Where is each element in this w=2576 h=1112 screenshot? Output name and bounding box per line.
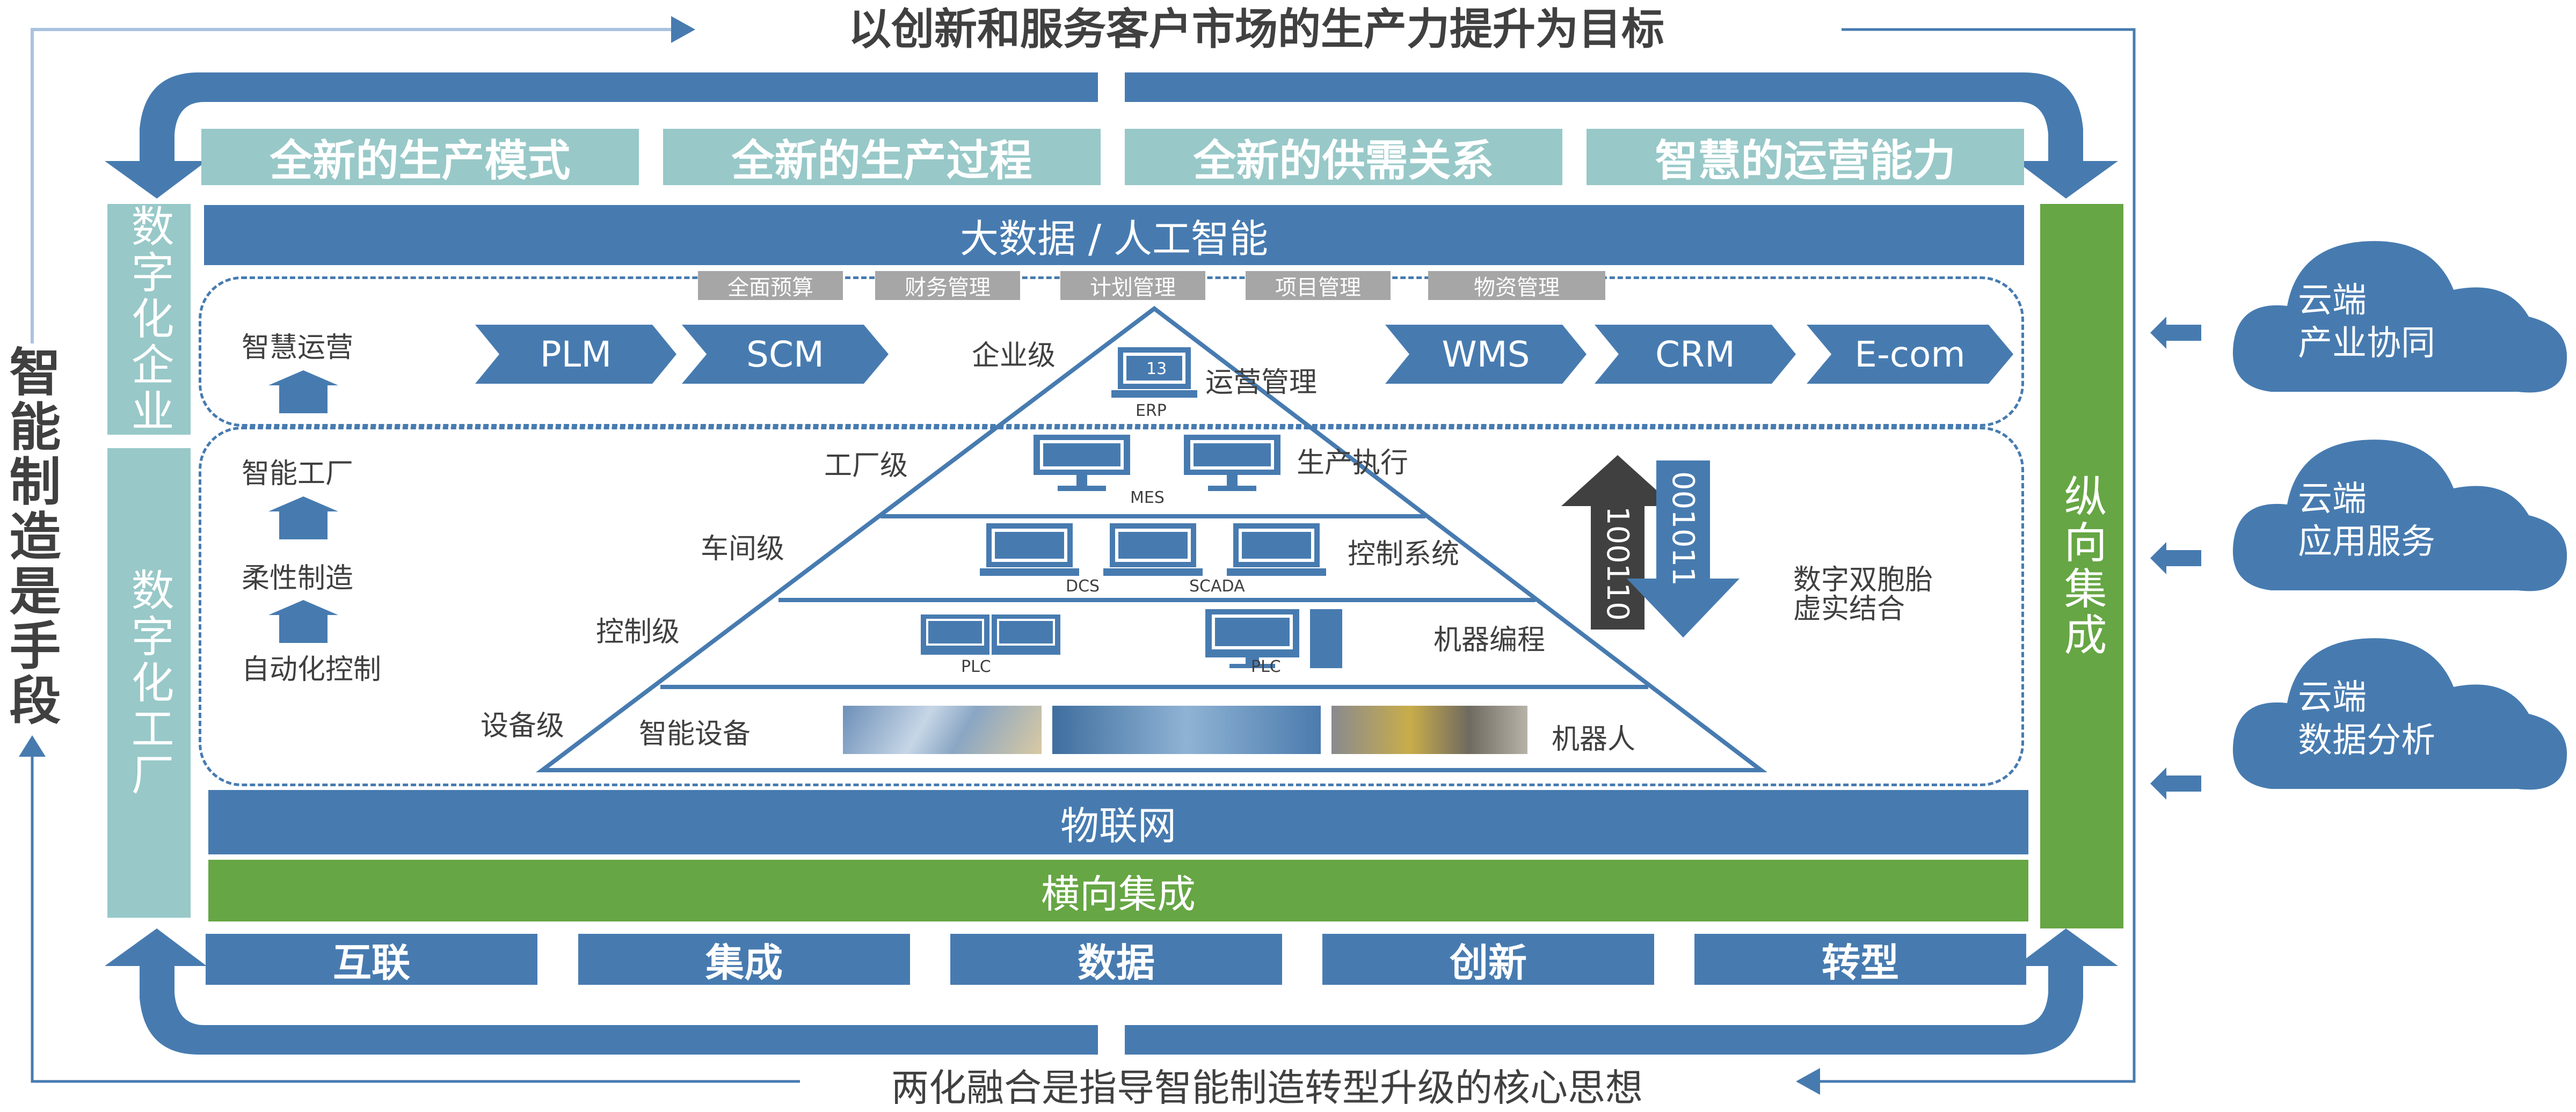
cloud-icon (2232, 440, 2567, 591)
level-equipment: 设备级 (481, 710, 565, 742)
chevron-wms[interactable]: WMS (1385, 325, 1587, 384)
erp-badge: 13 (1146, 360, 1167, 378)
equipment-image (843, 706, 1042, 754)
cloud-data-analysis: 云端数据分析 (2298, 676, 2435, 762)
mgmt-tab[interactable]: 财务管理 (875, 271, 1020, 300)
erp-label: ERP (1136, 401, 1167, 420)
digital-twin-label: 数字双胞胎 (1793, 564, 1933, 596)
function-machine-programming: 机器编程 (1433, 624, 1546, 656)
bottom-item-innovation: 创新 (1322, 934, 1654, 985)
cloud-icon (2232, 241, 2567, 393)
up-arrow-icon (268, 600, 338, 643)
mes-monitor-icon (1184, 435, 1280, 491)
digital-enterprise-column: 数字化企业 (107, 204, 191, 435)
goal-box: 全新的生产模式 (201, 129, 639, 186)
function-operation-mgmt: 运营管理 (1205, 367, 1318, 399)
chevron-scm[interactable]: SCM (682, 325, 889, 384)
chevron-crm[interactable]: CRM (1595, 325, 1796, 384)
cloud-icon (2232, 638, 2567, 790)
chevron-plm[interactable]: PLM (475, 325, 676, 384)
mgmt-tab[interactable]: 物资管理 (1428, 271, 1605, 300)
upload-bits: 100110 (1600, 506, 1635, 621)
plc-label: PLC (961, 657, 991, 676)
cloud-line1: 云端 (2298, 678, 2367, 718)
function-control-system: 控制系统 (1348, 538, 1460, 570)
left-side-label: 智能制造是手段 (1, 345, 61, 728)
cloud-industry-collab: 云端产业协同 (2298, 279, 2435, 365)
evolution-smart-factory: 智能工厂 (242, 458, 354, 490)
smart-equipment-label: 智能设备 (639, 718, 751, 750)
iot-bar: 物联网 (208, 790, 2028, 854)
left-arrow-icon (2150, 542, 2201, 574)
left-arrow-icon (2150, 767, 2201, 800)
upload-bits-arrow-icon (1561, 455, 1674, 630)
goal-box: 全新的生产过程 (663, 129, 1101, 186)
evolution-smart-operation: 智慧运营 (242, 332, 354, 364)
robot-image (1331, 706, 1527, 754)
left-arrow-icon (2150, 317, 2201, 349)
cloud-line2: 数据分析 (2298, 721, 2435, 760)
level-factory: 工厂级 (824, 450, 908, 482)
evolution-flexible-manufacturing: 柔性制造 (242, 562, 354, 595)
level-enterprise: 企业级 (972, 340, 1056, 372)
goal-box: 智慧的运营能力 (1587, 129, 2024, 186)
chevron-ecom[interactable]: E-com (1807, 325, 2013, 384)
bottom-item-data: 数据 (950, 934, 1282, 985)
dcs-laptop-icon (980, 523, 1079, 576)
plc-label: PLC (1251, 657, 1281, 676)
equipment-image (1052, 706, 1321, 754)
virtual-real-label: 虚实结合 (1793, 593, 1905, 625)
cloud-line1: 云端 (2298, 281, 2367, 320)
cloud-line1: 云端 (2298, 479, 2367, 519)
mgmt-tab[interactable]: 项目管理 (1246, 271, 1391, 300)
mgmt-tab[interactable]: 计划管理 (1060, 271, 1205, 300)
bottom-item-integration: 集成 (578, 934, 910, 985)
download-bits: 001011 (1665, 471, 1700, 586)
mes-label: MES (1130, 488, 1165, 507)
bottom-title: 两化融合是指导智能制造转型升级的核心思想 (891, 1065, 1643, 1110)
function-robot: 机器人 (1552, 723, 1636, 756)
level-control: 控制级 (596, 616, 680, 648)
mes-monitor-icon (1034, 435, 1130, 491)
mgmt-tab[interactable]: 全面预算 (698, 271, 843, 300)
vertical-integration-bar: 纵向集成 (2040, 204, 2123, 928)
evolution-automation-control: 自动化控制 (242, 654, 382, 686)
dcs-laptop-icon (1103, 523, 1203, 576)
scada-label: SCADA (1189, 577, 1245, 596)
up-arrow-icon (268, 370, 338, 413)
digital-factory-column: 数字化工厂 (107, 448, 191, 918)
plc-panel-icon (921, 614, 1060, 655)
scada-laptop-icon (1227, 523, 1326, 576)
cloud-line2: 产业协同 (2298, 324, 2435, 363)
erp-laptop-icon (1111, 347, 1197, 398)
top-title: 以创新和服务客户市场的生产力提升为目标 (848, 4, 1664, 54)
download-bits-arrow-icon (1627, 460, 1740, 638)
factory-region (199, 427, 2024, 786)
bottom-item-interconnect: 互联 (206, 934, 537, 985)
cloud-app-service: 云端应用服务 (2298, 478, 2435, 564)
dcs-label: DCS (1066, 577, 1100, 596)
cloud-line2: 应用服务 (2298, 522, 2435, 562)
horizontal-integration-bar: 横向集成 (208, 860, 2028, 921)
bigdata-ai-bar: 大数据 / 人工智能 (204, 205, 2024, 265)
goal-box: 全新的供需关系 (1125, 129, 1562, 186)
plc-desktop-icon (1205, 609, 1342, 668)
function-production-execution: 生产执行 (1297, 447, 1409, 479)
bottom-item-transformation: 转型 (1694, 934, 2026, 985)
up-arrow-icon (268, 496, 338, 539)
level-workshop: 车间级 (701, 533, 785, 565)
